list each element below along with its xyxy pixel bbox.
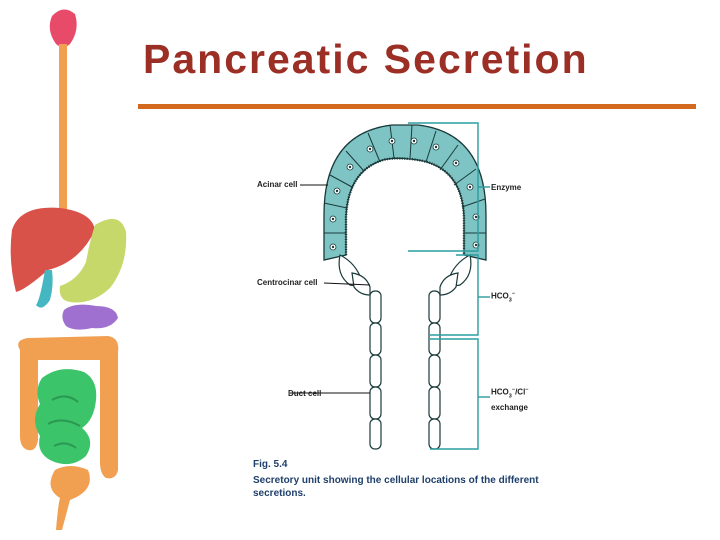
- liver-icon: [10, 207, 96, 292]
- duct-cells: [369, 290, 441, 450]
- small-intestine-icon: [35, 369, 97, 465]
- mouth-icon: [49, 9, 77, 48]
- acinar-cell-label: Acinar cell: [257, 180, 298, 189]
- hco3-label: HCO3−: [491, 291, 516, 304]
- digestive-system-illustration: [10, 9, 127, 530]
- gallbladder-icon: [36, 270, 53, 308]
- exchange-label: HCO3−/Cl− exchange: [491, 387, 529, 413]
- centrocinar-cells: [338, 254, 472, 296]
- label-pointers: [290, 184, 371, 394]
- stomach-icon: [59, 218, 127, 303]
- figure-caption: Fig. 5.4 Secretory unit showing the cell…: [253, 458, 553, 500]
- secretory-unit-diagram: [290, 122, 490, 450]
- pancreas-icon: [62, 304, 118, 330]
- title-underline: [138, 104, 696, 109]
- acinar-cells: [323, 124, 487, 261]
- rectum-icon: [50, 466, 90, 530]
- centrocinar-cell-label: Centrocinar cell: [257, 278, 318, 287]
- esophagus-icon: [59, 44, 67, 224]
- enzyme-label: Enzyme: [491, 183, 522, 192]
- secretion-brackets: [408, 122, 490, 450]
- duct-cell-label: Duct cell: [288, 389, 322, 398]
- large-intestine-icon: [18, 336, 119, 479]
- figure-caption-text: Secretory unit showing the cellular loca…: [253, 475, 539, 499]
- slide-title: Pancreatic Secretion: [143, 36, 589, 82]
- figure-number: Fig. 5.4: [253, 459, 288, 470]
